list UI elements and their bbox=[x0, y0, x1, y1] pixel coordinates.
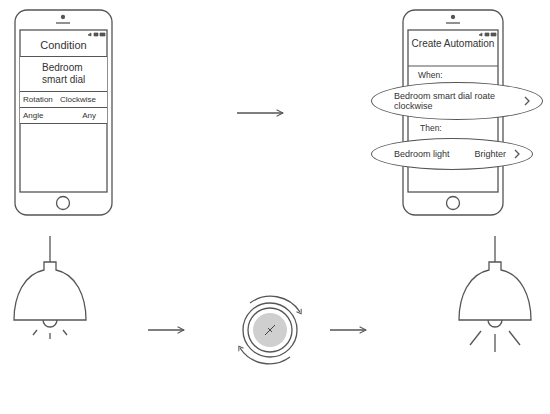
action-device: Bedroom light bbox=[394, 149, 450, 159]
dial-ring bbox=[248, 308, 292, 352]
light-ray bbox=[494, 334, 495, 352]
section-label: Then: bbox=[420, 124, 442, 134]
chevron bbox=[522, 95, 532, 107]
light-ray bbox=[63, 330, 67, 335]
phone-camera bbox=[452, 16, 455, 19]
action-value: Brighter bbox=[474, 149, 506, 159]
bright-lamp bbox=[459, 236, 531, 352]
phone-camera bbox=[62, 16, 65, 19]
phone-speaker bbox=[56, 22, 70, 23]
phone-body bbox=[15, 10, 112, 215]
phone-screen: ConditionBedroom smart dialRotation Clock… bbox=[20, 30, 107, 192]
home-button bbox=[57, 197, 70, 210]
flow-arrow bbox=[148, 329, 184, 330]
highlight-oval: Bedroom smart dial roate clockwise bbox=[371, 82, 543, 120]
smart-dial bbox=[240, 296, 300, 364]
field-label: Angle bbox=[23, 111, 43, 120]
phone-screen bbox=[20, 30, 107, 192]
dial-face bbox=[253, 313, 287, 347]
light-ray bbox=[49, 333, 50, 339]
highlight-oval: Bedroom light Brighter bbox=[371, 138, 533, 170]
chevron bbox=[515, 150, 519, 158]
chevron bbox=[512, 148, 522, 160]
dim-lamp bbox=[14, 236, 86, 339]
left-phone bbox=[15, 10, 112, 215]
trigger-text: Bedroom smart dial roate clockwise bbox=[394, 91, 506, 112]
flow-arrow bbox=[237, 112, 283, 113]
light-ray bbox=[509, 331, 520, 345]
list-row: Bedroom smart dial bbox=[20, 56, 107, 92]
lamp-cord bbox=[494, 236, 495, 262]
lamp-cord bbox=[49, 236, 50, 262]
screen-title: Condition bbox=[20, 39, 107, 52]
status-icons bbox=[88, 33, 105, 36]
home-button bbox=[447, 197, 460, 210]
field-value: Clockwise bbox=[60, 95, 96, 104]
bulb bbox=[488, 320, 502, 327]
phone-speaker bbox=[446, 22, 460, 23]
device-name: Bedroom smart dial bbox=[42, 62, 102, 85]
separator bbox=[408, 66, 498, 67]
dial-ring bbox=[243, 303, 297, 357]
status-icons bbox=[479, 33, 496, 36]
screen-title: Create Automation bbox=[408, 38, 498, 50]
phone-screen: Create AutomationWhen:Then:Bedroom smart… bbox=[408, 30, 498, 192]
field-label: Rotation bbox=[23, 95, 53, 104]
light-ray bbox=[470, 331, 481, 345]
dial-mark bbox=[265, 325, 275, 335]
list-row: Rotation Clockwise bbox=[20, 92, 107, 108]
section-label: When: bbox=[418, 71, 443, 81]
lamp-shade bbox=[14, 262, 86, 320]
chevron bbox=[525, 97, 529, 105]
flow-arrow bbox=[330, 329, 366, 330]
field-value: Any bbox=[82, 111, 96, 120]
bulb bbox=[43, 320, 57, 327]
lamp-shade bbox=[459, 262, 531, 320]
light-ray bbox=[33, 330, 37, 335]
list-row: Angle Any bbox=[20, 108, 107, 124]
